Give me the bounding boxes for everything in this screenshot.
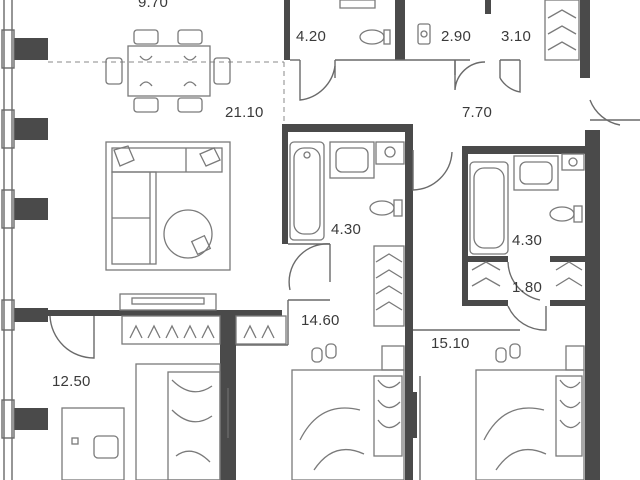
room-area-dining: 9.70 [138,0,168,11]
facade-left [1,0,48,480]
doors [49,60,621,359]
column [14,198,48,220]
room-area-laundry: 2.90 [441,28,471,45]
bathroom-right-fixtures [469,153,585,287]
coffee-table [163,209,213,259]
walls [46,0,640,480]
room-area-closet-top: 3.10 [501,28,531,45]
room-area-closet-right: 1.80 [512,279,542,296]
room-area-bath-right: 4.30 [512,232,542,249]
room-area-bath-left: 4.30 [331,221,361,238]
bedroom-left-furniture [61,363,236,480]
column [14,308,48,322]
room-area-living: 21.10 [225,104,264,121]
room-area-bedroom-middle: 14.60 [301,312,340,329]
wardrobe-living [121,315,287,345]
bedroom-middle-furniture [291,343,421,480]
column [14,118,48,140]
wc-fixtures [339,0,431,45]
room-area-hall: 7.70 [462,104,492,121]
tv-unit [119,293,217,311]
bedroom-right-furniture [475,343,585,480]
bathroom-left-fixtures [289,141,405,241]
column [14,38,48,60]
sofa [105,141,231,271]
column [14,408,48,430]
room-area-wc: 4.20 [296,28,326,45]
zone-lines [48,61,285,124]
closet-top [544,0,580,61]
closet-left [373,245,405,327]
room-area-bedroom-left: 12.50 [52,373,91,390]
dining-set [105,29,231,113]
room-area-bedroom-right: 15.10 [431,335,470,352]
